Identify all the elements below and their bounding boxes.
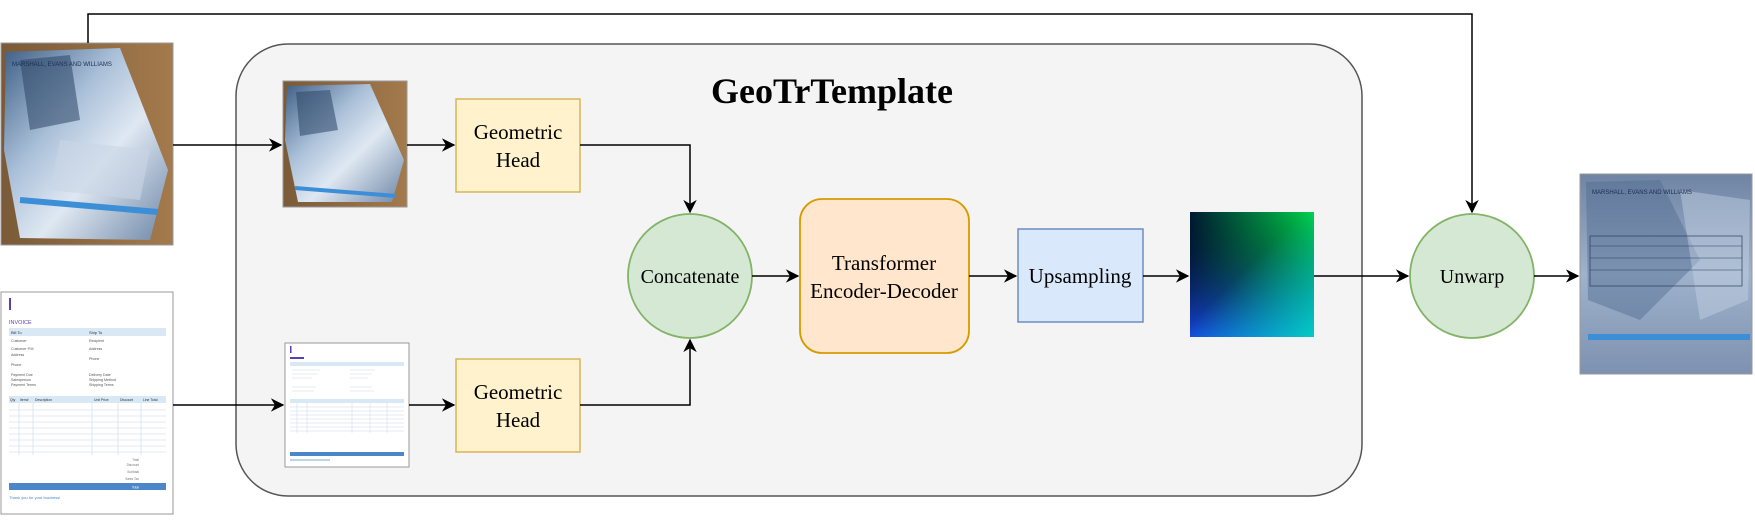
invoice-col-unit-price: Unit Price (94, 398, 109, 402)
container-title: GeoTrTemplate (711, 71, 953, 111)
geometric-head-bottom-line2: Head (496, 408, 541, 432)
invoice-col-qty: Qty (10, 398, 16, 402)
invoice-field-customer: Customer (11, 339, 27, 343)
edge-head-bottom-to-concat (580, 338, 697, 406)
flow-field-image (1190, 212, 1314, 337)
invoice-field-address: Address (11, 353, 24, 357)
transformer-line1: Transformer (832, 251, 936, 275)
invoice-sales-tax-label: Sales Tax (125, 477, 139, 481)
transformer-encoder-decoder (799, 198, 970, 354)
invoice-field-recipient: Recipient (89, 339, 104, 343)
output-photo-header: MARSHALL, EVANS AND WILLIAMS (1592, 190, 1692, 196)
connectors (87, 13, 1580, 412)
input-template-invoice: INVOICE Bill To Ship To Customer Custome… (0, 291, 174, 515)
geometric-head-bottom (455, 358, 581, 453)
invoice-term-payment-due: Payment Due (11, 373, 33, 377)
geometric-head-top (455, 98, 581, 193)
invoice-term-payment-terms: Payment Terms (11, 383, 36, 387)
invoice-field-phone: Phone (11, 363, 21, 367)
invoice-term-shipping-method: Shipping Method (89, 378, 116, 382)
edge-head-top-to-concat (580, 144, 697, 214)
input-photo-header: MARSHALL, EVANS AND WILLIAMS (12, 62, 112, 68)
invoice-field-ship-address: Address (89, 347, 102, 351)
invoice-col-line-total: Line Total (143, 398, 158, 402)
invoice-subtotal-label: Subtotal (127, 470, 139, 474)
invoice-footer: Thank you for your business! (9, 495, 60, 500)
invoice-total-label: Total (132, 458, 139, 462)
geometric-head-bottom-line1: Geometric (474, 380, 563, 404)
invoice-col-item: Item# (20, 398, 29, 402)
invoice-discount-label: Discount (127, 463, 140, 467)
input-distorted-photo: MARSHALL, EVANS AND WILLIAMS (0, 42, 174, 246)
invoice-col-discount: Discount (120, 398, 133, 402)
container-invoice-thumbnail (284, 342, 410, 468)
edge-photo-skip-to-unwarp (87, 13, 1479, 214)
upsampling-block (1017, 228, 1144, 323)
invoice-heading: INVOICE (9, 320, 32, 326)
geometric-head-top-line1: Geometric (474, 120, 563, 144)
invoice-field-customer-pm: Customer P.M (11, 347, 34, 351)
invoice-term-delivery-date: Delivery Date (89, 373, 111, 377)
concatenate-label: Concatenate (641, 266, 740, 288)
invoice-ship-to: Ship To (89, 330, 103, 335)
invoice-col-description: Description (35, 398, 52, 402)
invoice-field-ship-phone: Phone (89, 357, 99, 361)
upsampling-label: Upsampling (1029, 264, 1132, 288)
unwarp-label: Unwarp (1440, 266, 1504, 288)
output-unwarped-document: MARSHALL, EVANS AND WILLIAMS (1579, 173, 1753, 375)
invoice-grand-total: Total (132, 486, 139, 490)
geometric-head-top-line2: Head (496, 148, 541, 172)
invoice-term-salesperson: Salesperson (11, 378, 31, 382)
invoice-bill-to: Bill To (11, 330, 22, 335)
invoice-term-shipping-terms: Shipping Terms (89, 383, 114, 387)
container-photo-thumbnail (282, 80, 408, 208)
transformer-line2: Encoder-Decoder (810, 279, 958, 303)
